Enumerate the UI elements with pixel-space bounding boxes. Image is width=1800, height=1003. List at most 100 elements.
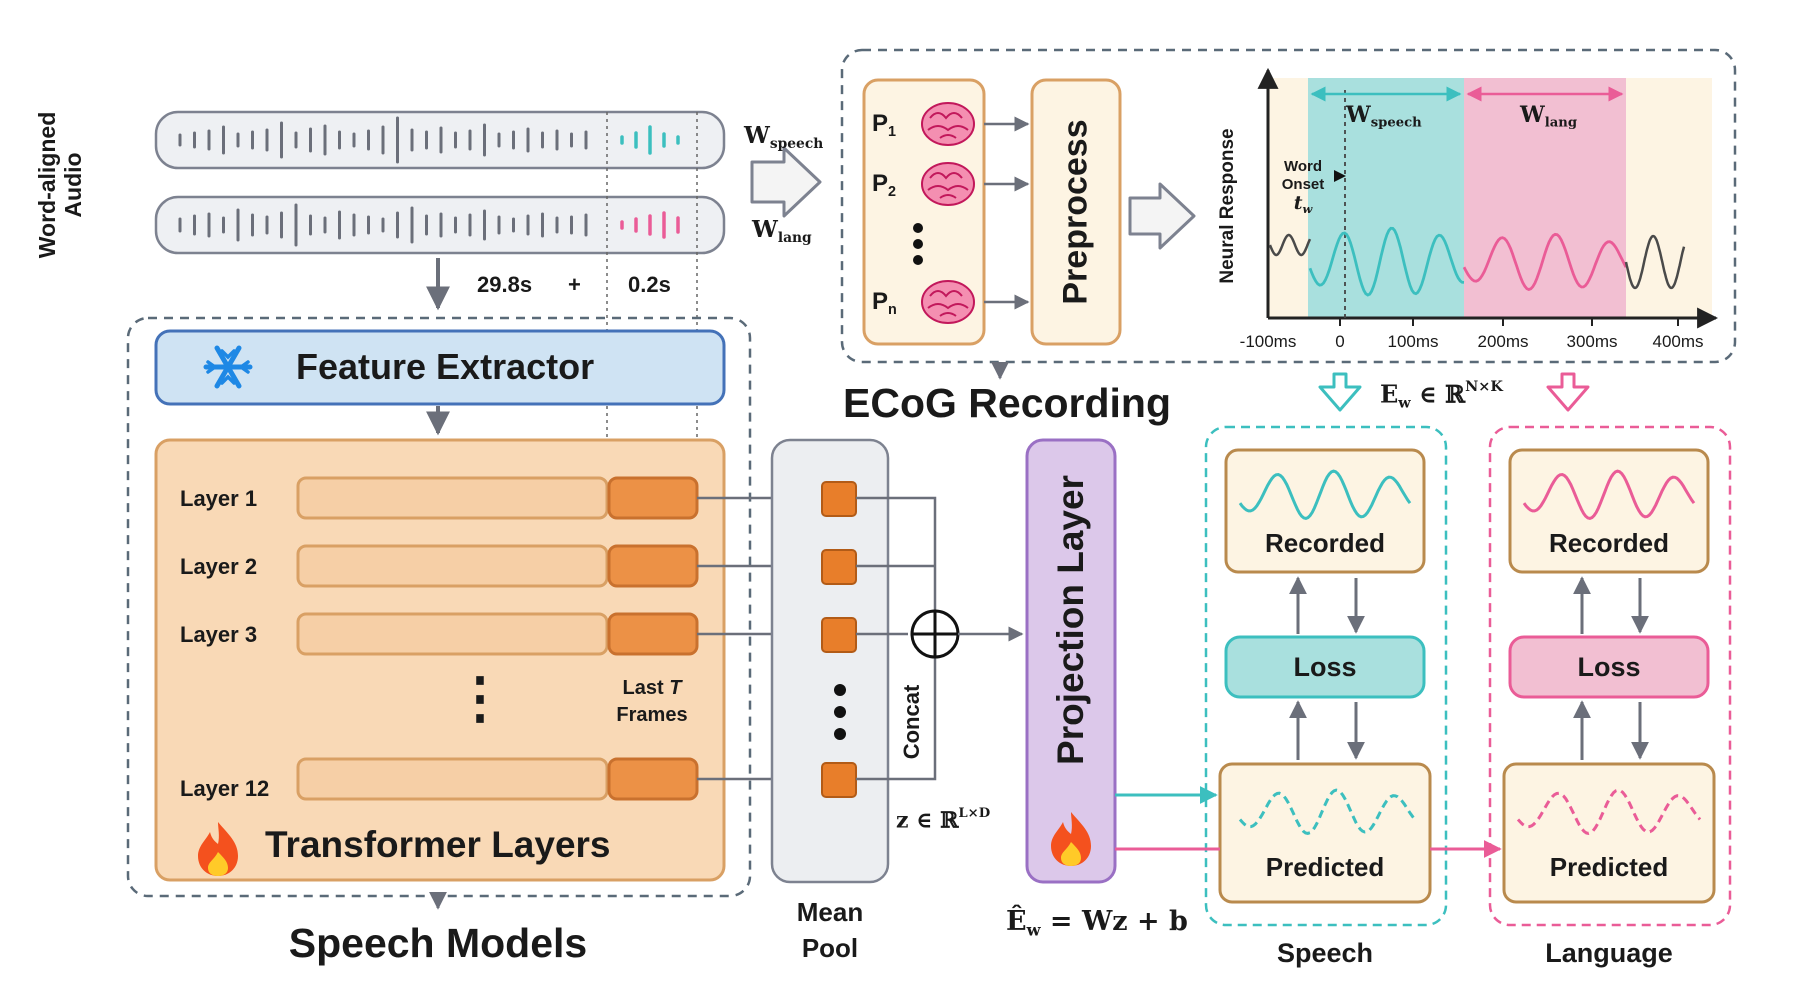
p2-main: P — [872, 170, 889, 197]
brain-icon — [921, 102, 975, 146]
speech-recorded-wave — [1238, 469, 1412, 520]
layer-bars — [296, 476, 818, 801]
duration-main: 29.8s — [477, 272, 533, 297]
brain-icon — [921, 162, 975, 206]
w-speech-main: W — [744, 122, 770, 149]
signal-language-window — [1462, 232, 1628, 292]
last-frames-label: Last T Frames — [607, 675, 697, 729]
neural-response-plot — [1257, 67, 1719, 329]
audio-waveform-bars — [178, 116, 680, 247]
last-frames-text: Last — [622, 677, 670, 699]
duration-plus: + — [568, 272, 581, 297]
language-predicted-wave — [1516, 788, 1702, 835]
patients-ellipsis — [913, 223, 923, 265]
brain-folds — [927, 112, 969, 139]
ew-formula: Ew ∈ ℝN×K — [1380, 378, 1503, 412]
onset-pointer — [1334, 170, 1346, 182]
snowflake-icon — [203, 345, 253, 389]
language-recorded-box — [1508, 448, 1710, 574]
mean-pool-label: Mean Pool — [772, 894, 888, 966]
patients-box — [862, 78, 986, 346]
tick-label-1: 0 — [1335, 332, 1345, 351]
pooled-feature — [821, 762, 857, 798]
formula-rhs: = Wz + b — [1040, 906, 1188, 937]
language-predicted-label: Predicted — [1549, 852, 1669, 882]
pn-sub: n — [888, 302, 897, 319]
language-recorded-wave — [1522, 469, 1696, 520]
plot-w-speech-sub: speech — [1370, 115, 1422, 131]
speech-models-title: Speech Models — [288, 920, 588, 966]
onset-line1: Word — [1283, 158, 1323, 175]
mean-pool-line1: Mean — [796, 897, 864, 927]
ew-sup: N×K — [1465, 378, 1503, 395]
projection-layer-box — [1025, 438, 1117, 884]
layer-2-label: Layer 2 — [180, 554, 258, 579]
ecog-recording-title: ECoG Recording — [843, 380, 1172, 426]
speech-predicted-box — [1218, 762, 1432, 904]
brain-icons — [921, 102, 975, 324]
mean-pool-column — [770, 438, 890, 884]
language-loss-label: Loss — [1577, 652, 1641, 682]
projection-layer-label: Projection Layer — [1050, 475, 1091, 765]
p2-sub: 2 — [888, 184, 897, 201]
layer-bar — [296, 757, 609, 801]
last-frames-line2: Frames — [616, 704, 688, 726]
pooled-feature — [821, 617, 857, 653]
p1-sub: 1 — [888, 124, 897, 141]
audio-label-line2: Audio — [60, 152, 86, 218]
hollow-arrow-down-pink — [1546, 372, 1590, 412]
ew-main: E — [1380, 379, 1399, 409]
signal-speech-window — [1308, 226, 1465, 297]
language-recorded-label: Recorded — [1549, 528, 1669, 558]
plot-ticks — [1339, 318, 1679, 326]
audio-label: Word-aligned Audio — [34, 110, 86, 260]
language-branch-label: Language — [1545, 938, 1673, 968]
plot-w-lang: Wlang — [1520, 102, 1577, 131]
ew-mid: ∈ ℝ — [1410, 379, 1466, 409]
brain-shape — [921, 162, 975, 206]
layer-bar — [296, 544, 609, 588]
w-lang-main: W — [752, 216, 778, 243]
patient-1-label: P1 — [872, 110, 896, 140]
signal-post-window — [1624, 234, 1686, 290]
z-formula: z ∈ ℝL×D — [896, 806, 990, 834]
tick-label-3: 200ms — [1477, 332, 1529, 351]
speech-recorded-label: Recorded — [1265, 528, 1385, 558]
layer-1-label: Layer 1 — [180, 486, 258, 511]
onset-sub: w — [1302, 201, 1313, 216]
layers-ellipsis: ⋮ — [452, 666, 508, 729]
ew-sub: w — [1398, 394, 1411, 412]
brain-shape — [921, 102, 975, 146]
transformer-layers-label: Transformer Layers — [265, 824, 611, 865]
preprocess-label: Preprocess — [1056, 119, 1095, 305]
word-onset-label: Word Onset tw — [1272, 158, 1334, 218]
projection-formula: Êw = Wz + b — [1006, 906, 1188, 940]
speech-branch-label: Speech — [1276, 938, 1374, 968]
language-predicted-box — [1502, 762, 1716, 904]
formula-lhs: Ê — [1006, 906, 1027, 937]
audio-label-line1: Word-aligned — [34, 111, 60, 259]
hollow-arrow-down-teal — [1318, 372, 1362, 412]
brain-icon — [921, 280, 975, 324]
speech-predicted-label: Predicted — [1265, 852, 1385, 882]
last-frames-segment — [607, 476, 699, 520]
pool-ellipsis — [834, 684, 846, 740]
concat-label: Concat — [899, 684, 924, 760]
language-loss-box — [1508, 635, 1710, 699]
signal-pre-onset — [1268, 233, 1312, 257]
speech-window-band — [1308, 78, 1464, 318]
layer-bar — [296, 476, 609, 520]
brain-folds — [927, 290, 969, 317]
speech-loss-box — [1224, 635, 1426, 699]
w-speech-label: Wspeech — [744, 122, 823, 152]
feature-extractor-label: Feature Extractor — [296, 346, 595, 387]
pooled-feature — [821, 549, 857, 585]
patient-2-label: P2 — [872, 170, 896, 200]
neural-response-label: Neural Response — [1217, 128, 1238, 284]
last-frames-segment — [607, 544, 699, 588]
feature-extractor-box — [154, 329, 726, 406]
brain-shape — [921, 280, 975, 324]
flame-icon-projection — [1051, 812, 1091, 866]
